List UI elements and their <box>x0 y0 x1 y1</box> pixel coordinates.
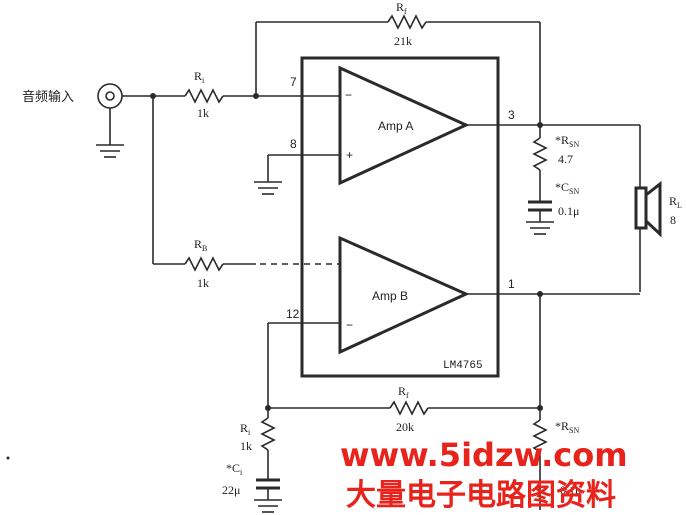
resistor-ri-top <box>184 88 224 104</box>
amp-b-minus: − <box>346 318 353 332</box>
rf-top-name: Rf <box>396 0 407 16</box>
amp-a-minus: − <box>345 88 352 102</box>
csn-name: *CSN <box>555 180 579 196</box>
watermark-text: 大量电子电路图资料 <box>346 478 616 513</box>
ci-name: *Ci <box>226 461 243 477</box>
resistor-ri-bottom <box>260 417 276 451</box>
ri-bottom-name: Ri <box>240 421 251 437</box>
ground-csn <box>526 221 554 235</box>
rsn-top-name: *RSN <box>555 133 579 149</box>
rsn-top-value: 4.7 <box>558 152 573 166</box>
ri-bottom-value: 1k <box>240 439 252 453</box>
pin-7: 7 <box>290 75 297 89</box>
resistor-rsn-bottom <box>532 419 548 453</box>
rf-bottom-name: Rf <box>398 384 409 400</box>
load-name: RL <box>669 194 682 210</box>
rf-bottom-value: 20k <box>396 420 414 434</box>
rf-top-value: 21k <box>394 34 412 48</box>
rb-value: 1k <box>197 276 209 290</box>
resistor-rf-top <box>387 14 427 30</box>
load-value: 8 <box>670 213 676 227</box>
audio-input-jack <box>97 83 123 145</box>
rsn-bottom-name: *RSN <box>555 419 579 435</box>
speaker-icon <box>634 180 662 238</box>
csn-value: 0.1μ <box>558 204 579 218</box>
chip-body <box>300 56 500 378</box>
ri-top-name: Ri <box>194 69 205 85</box>
chip-name: LM4765 <box>443 360 483 372</box>
resistor-rsn-top <box>532 137 548 171</box>
pin-8: 8 <box>290 137 297 151</box>
resistor-rb <box>184 256 224 272</box>
pin-12: 12 <box>286 307 300 321</box>
capacitor-csn <box>528 200 552 222</box>
stray-dot <box>6 456 10 460</box>
csn-bottom-value: 0.1μ <box>560 483 581 497</box>
pin-1: 1 <box>508 277 515 291</box>
ri-top-value: 1k <box>197 106 209 120</box>
watermark-url: www.5idzw.com <box>340 436 628 474</box>
audio-input-label: 音频输入 <box>22 89 74 105</box>
rb-name: RB <box>194 237 207 253</box>
amp-a-plus: + <box>346 148 353 162</box>
pin-3: 3 <box>508 108 515 122</box>
amp-a-triangle <box>338 65 470 186</box>
ground-input <box>96 144 124 158</box>
amp-a-label: Amp A <box>378 119 413 133</box>
resistor-rf-bottom <box>389 400 429 416</box>
capacitor-ci <box>254 478 282 513</box>
amp-b-label: Amp B <box>372 289 408 303</box>
ci-value: 22μ <box>222 483 240 497</box>
amp-b-triangle <box>338 235 470 355</box>
ground-pin8 <box>254 181 282 195</box>
